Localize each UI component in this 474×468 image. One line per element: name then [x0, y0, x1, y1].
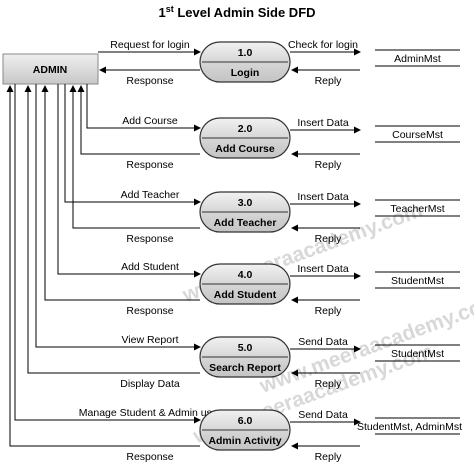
admin-entity: ADMIN — [2, 53, 99, 85]
store-name: TeacherMst — [390, 203, 444, 215]
response-flow-line — [24, 85, 200, 374]
process-number: 2.0 — [238, 123, 253, 135]
store-reply-label: Reply — [315, 75, 343, 87]
response-flow-label: Response — [126, 233, 173, 245]
process-name: Admin Activity — [208, 435, 281, 447]
request-flow-line — [35, 84, 201, 351]
request-flow-label: Add Teacher — [121, 189, 180, 201]
process-name: Add Course — [215, 143, 275, 155]
response-flow-label: Response — [126, 75, 173, 87]
store-reply-label: Reply — [315, 233, 343, 245]
response-flow-label: Response — [126, 159, 173, 171]
request-flow-line — [64, 84, 201, 206]
response-flow-label: Response — [126, 305, 173, 317]
store-name: CourseMst — [392, 129, 443, 141]
store-name: StudentMst — [391, 348, 444, 360]
process-number: 3.0 — [238, 197, 253, 209]
data-store: TeacherMst — [375, 199, 460, 217]
process-name: Login — [231, 67, 260, 79]
process-name: Search Report — [209, 362, 281, 374]
response-flow-label: Response — [126, 451, 173, 463]
process-name: Add Teacher — [214, 217, 277, 229]
data-store: StudentMst — [375, 344, 460, 362]
data-store: StudentMst — [375, 271, 460, 289]
process-number: 4.0 — [238, 269, 253, 281]
store-write-label: Insert Data — [297, 117, 349, 129]
request-flow-label: Add Course — [122, 115, 178, 127]
admin-entity-label: ADMIN — [33, 64, 67, 76]
store-name: AdminMst — [394, 53, 441, 65]
store-write-label: Insert Data — [297, 263, 349, 275]
response-flow-line — [41, 85, 200, 301]
request-flow-label: Add Student — [121, 261, 179, 273]
process-number: 5.0 — [238, 342, 253, 354]
store-reply-label: Reply — [315, 451, 343, 463]
process-number: 6.0 — [238, 415, 253, 427]
response-flow-line — [69, 85, 200, 229]
request-flow-label: Manage Student & Admin user — [79, 407, 222, 419]
request-flow-line — [57, 84, 201, 278]
data-store: AdminMst — [375, 49, 460, 67]
store-name: StudentMst, AdminMst — [357, 421, 462, 433]
store-write-label: Check for login — [288, 39, 358, 51]
data-store: CourseMst — [375, 125, 460, 143]
request-flow-line — [86, 84, 201, 132]
response-flow-line — [77, 85, 200, 155]
process-number: 1.0 — [238, 47, 253, 59]
store-name: StudentMst — [391, 275, 444, 287]
store-reply-label: Reply — [315, 378, 343, 390]
store-reply-label: Reply — [315, 305, 343, 317]
store-write-label: Send Data — [298, 336, 348, 348]
process-name: Add Student — [214, 289, 277, 301]
diagram-title: 1st Level Admin Side DFD — [158, 4, 315, 20]
response-flow-label: Display Data — [120, 378, 180, 390]
data-store: StudentMst, AdminMst — [357, 417, 462, 435]
request-flow-label: View Report — [121, 334, 178, 346]
data-stores: AdminMstCourseMstTeacherMstStudentMstStu… — [357, 49, 462, 435]
store-write-label: Insert Data — [297, 191, 349, 203]
request-flow-label: Request for login — [110, 39, 190, 51]
store-reply-label: Reply — [315, 159, 343, 171]
store-write-label: Send Data — [298, 409, 348, 421]
response-flow-line — [6, 85, 200, 447]
request-flow-line — [14, 84, 201, 424]
